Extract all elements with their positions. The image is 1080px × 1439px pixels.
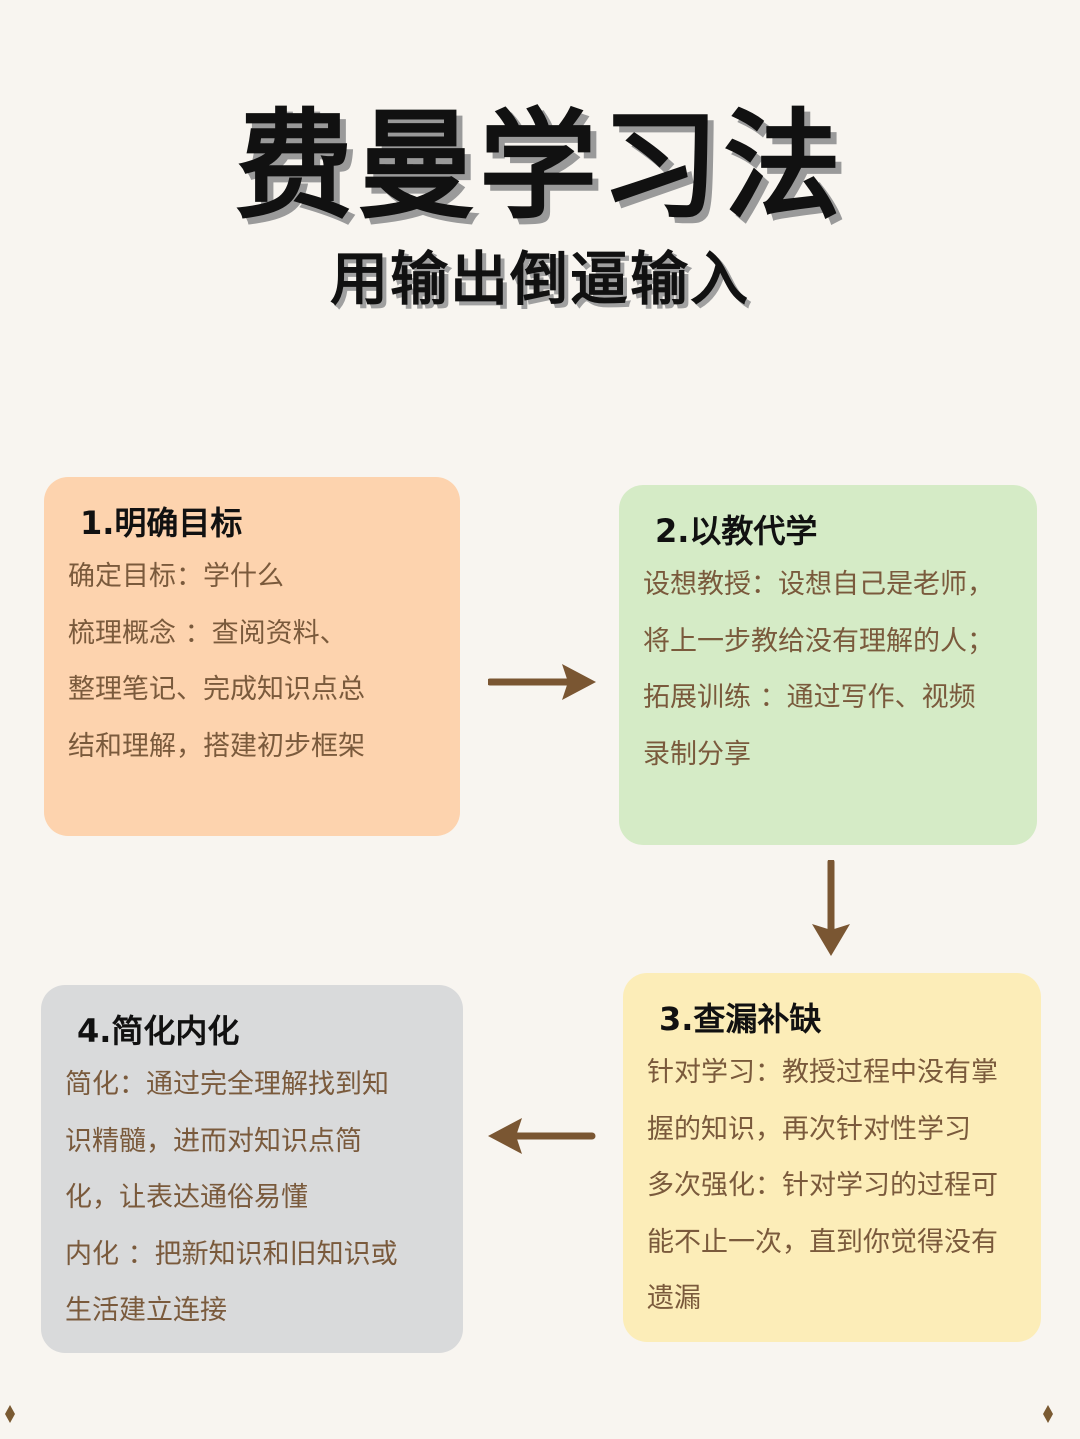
step-line: 设想教授：设想自己是老师， [643,569,994,600]
step-3-card: 3.查漏补缺 针对学习：教授过程中没有掌 握的知识，再次针对性学习 多次强化：针… [623,973,1041,1342]
arrow-right-icon [488,664,596,700]
step-line: 拓展训练 ：通过写作、视频 [643,682,976,713]
step-line: 结和理解，搭建初步框架 [68,730,365,762]
step-2-card: 2.以教代学 设想教授：设想自己是老师， 将上一步教给没有理解的人； 拓展训练 … [619,485,1037,845]
diamond-icon [5,1405,15,1423]
page-subtitle: 用输出倒逼输入 [329,245,750,313]
diamond-icon [1043,1405,1053,1423]
step-line: 内化 ：把新知识和旧知识或 [65,1238,398,1270]
step-line: 确定目标：学什么 [68,561,284,592]
step-line: 录制分享 [643,738,751,770]
step-heading: 4.简化内化 [77,1012,240,1050]
arrow-down-icon [812,860,850,956]
step-line: 简化：通过完全理解找到知 [65,1069,389,1100]
step-line: 化，让表达通俗易懂 [65,1182,308,1213]
step-heading: 1.明确目标 [80,504,243,542]
step-line: 将上一步教给没有理解的人； [643,625,994,657]
step-line: 识精髓，进而对知识点简 [65,1125,362,1157]
step-line: 遗漏 [647,1283,701,1314]
step-heading: 2.以教代学 [655,512,818,550]
step-line: 整理笔记、完成知识点总 [68,674,365,705]
step-line: 梳理概念 ：查阅资料、 [68,617,347,649]
step-line: 握的知识，再次针对性学习 [647,1113,971,1145]
page-title: 费曼学习法 [234,97,845,235]
step-heading: 3.查漏补缺 [659,1000,822,1038]
arrow-left-icon [488,1118,596,1154]
step-line: 能不止一次，直到你觉得没有 [647,1226,998,1258]
step-line: 多次强化：针对学习的过程可 [647,1170,998,1201]
step-line: 针对学习：教授过程中没有掌 [647,1057,998,1088]
step-4-card: 4.简化内化 简化：通过完全理解找到知 识精髓，进而对知识点简 化，让表达通俗易… [41,985,463,1353]
step-1-card: 1.明确目标 确定目标：学什么 梳理概念 ：查阅资料、 整理笔记、完成知识点总 … [44,477,460,836]
step-line: 生活建立连接 [65,1295,227,1326]
